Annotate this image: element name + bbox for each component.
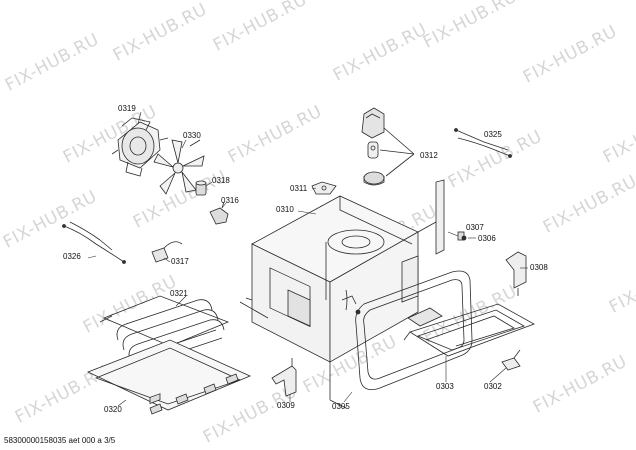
bottom-tray-0320: [86, 339, 252, 415]
fan-blade-0330: [153, 139, 205, 195]
wiring-0326: [62, 221, 126, 264]
label-0330: 0330: [183, 131, 201, 140]
fan-motor-0319: [111, 117, 169, 177]
clip-0302: [501, 349, 521, 371]
connector-0317: [151, 241, 183, 263]
leader-lines: [87, 111, 528, 407]
footer-caption: 58300000158035 aet 000 a 3/5: [4, 436, 116, 445]
label-0320: 0320: [104, 405, 122, 414]
grill-element-0303: [403, 303, 535, 357]
label-0321: 0321: [170, 289, 188, 298]
bracket-0308: [505, 251, 527, 296]
label-0316: 0316: [221, 196, 239, 205]
lamp-assembly-0312: [361, 107, 415, 186]
oven-cavity: [239, 179, 445, 409]
bracket-0311: [311, 181, 337, 195]
wiring-0325: [454, 128, 512, 158]
nut-0318: [195, 180, 207, 196]
label-0303: 0303: [436, 382, 454, 391]
label-0310: 0310: [276, 205, 294, 214]
screw-0306: [461, 235, 467, 241]
label-0306: 0306: [478, 234, 496, 243]
label-0302: 0302: [484, 382, 502, 391]
label-0317: 0317: [171, 257, 189, 266]
label-0325: 0325: [484, 130, 502, 139]
label-0312: 0312: [420, 151, 438, 160]
label-0311: 0311: [290, 184, 308, 193]
label-0305: 0305: [332, 402, 350, 411]
label-0309: 0309: [277, 401, 295, 410]
label-0319: 0319: [118, 104, 136, 113]
label-0326: 0326: [63, 252, 81, 261]
label-0308: 0308: [530, 263, 548, 272]
sensor-0316: [209, 201, 229, 225]
ring-heater-0305: [355, 270, 473, 391]
bracket-0309: [271, 358, 297, 397]
label-0318: 0318: [212, 176, 230, 185]
label-0307: 0307: [466, 223, 484, 232]
